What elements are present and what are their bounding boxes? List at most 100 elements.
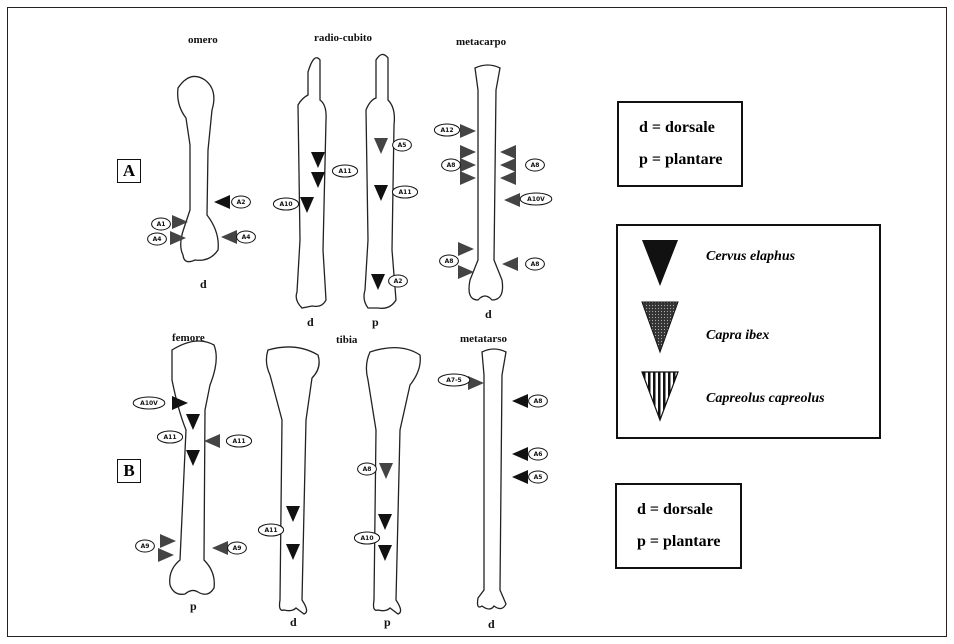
svg-text:A2: A2 [237,199,246,206]
omero-label: omero [188,34,218,46]
metatarso-tag-3: A6 [529,448,548,460]
metacarpo-tag-4: A10V [520,193,552,205]
svg-text:A8: A8 [445,258,454,265]
omero-tag-2: A1 [152,218,171,230]
svg-text:A10V: A10V [527,196,545,203]
tibia-plantar-bone [366,348,420,614]
femore-label: femore [172,332,205,344]
rc-dorsal-tag-1: A11 [332,165,357,177]
legend-bottom-plantare: p = plantare [637,533,721,551]
rc-plantar-tag-3: A2 [389,275,408,287]
femore-tag-5: A9 [228,542,247,554]
metatarso-tag-1: A7-5 [438,374,470,386]
svg-text:A10V: A10V [140,400,158,407]
femore-tag-4: A9 [136,540,155,552]
cervus-elaphus-icon [642,240,678,286]
svg-text:A12: A12 [441,127,454,134]
radio-cubito-dorsal-bone [296,58,326,308]
femore-bone [170,341,217,594]
metacarpo-tag-1: A12 [434,124,459,136]
tibia-plantar-view-label: p [384,615,391,630]
svg-text:A10: A10 [361,535,374,542]
svg-text:A8: A8 [363,466,372,473]
metatarso-tag-4: A5 [529,471,548,483]
rc-plantar-tag-1: A5 [393,139,412,151]
metacarpo-marker-2c [460,171,476,185]
svg-text:A5: A5 [398,142,407,149]
svg-text:A11: A11 [399,189,412,196]
svg-text:A4: A4 [153,236,162,243]
svg-text:A2: A2 [394,278,403,285]
capreolus-capreolus-icon [642,372,678,420]
metatarso-tag-2: A8 [529,395,548,407]
legend-top-dorsale: d = dorsale [639,119,715,137]
omero-tag-4: A4 [237,231,256,243]
svg-text:A5: A5 [534,474,543,481]
tibia-plantar-tag-2: A10 [354,532,379,544]
radio-cubito-plantar-bone [364,54,396,308]
omero-marker-4 [221,230,237,244]
femore-view-label: p [190,599,197,614]
tibia-dorsal-bone [266,347,319,614]
femore-tag-3: A11 [226,435,251,447]
metacarpo-marker-5a [458,242,474,256]
omero-view-label: d [200,277,207,292]
omero-bone [178,76,219,261]
legend-capreolus-label: Capreolus capreolus [706,391,825,407]
section-b-label: B [117,459,141,483]
metacarpo-bone [469,65,503,300]
femore-marker-5 [212,541,228,555]
capra-ibex-icon [642,302,678,352]
svg-text:A1: A1 [157,221,166,228]
legend-bottom-box: d = dorsale p = plantare [615,483,742,569]
radio-cubito-label: radio-cubito [314,32,372,44]
radio-cubito-plantar-view-label: p [372,315,379,330]
femore-marker-4b [158,548,174,562]
metacarpo-marker-1 [460,124,476,138]
legend-top-plantare: p = plantare [639,151,723,169]
tibia-plantar-tag-1: A8 [358,463,377,475]
tibia-label: tibia [336,334,357,346]
metacarpo-tag-2: A8 [442,159,461,171]
metacarpo-label: metacarpo [456,36,506,48]
femore-marker-3 [204,434,220,448]
rc-plantar-tag-2: A11 [392,186,417,198]
svg-text:A9: A9 [233,545,242,552]
species-legend-box: Cervus elaphus Capra ibex Capreolus capr… [616,224,881,439]
omero-tag-1: A2 [232,196,251,208]
metacarpo-marker-3a [500,145,516,159]
tibia-dorsal-view-label: d [290,615,297,630]
metacarpo-view-label: d [485,307,492,322]
svg-text:A11: A11 [265,527,278,534]
metacarpo-tag-3: A8 [526,159,545,171]
tibia-dorsal-tag-1: A11 [258,524,283,536]
svg-text:A9: A9 [141,543,150,550]
femore-marker-4a [160,534,176,548]
svg-text:A6: A6 [534,451,543,458]
metatarso-label: metatarso [460,333,507,345]
svg-text:A7-5: A7-5 [446,377,461,384]
metacarpo-marker-3b [500,158,516,172]
omero-tag-3: A4 [148,233,167,245]
svg-text:A11: A11 [339,168,352,175]
metacarpo-marker-3c [500,171,516,185]
metatarso-marker-2 [512,394,528,408]
legend-top-box: d = dorsale p = plantare [617,101,743,187]
metatarso-marker-4 [512,470,528,484]
svg-text:A8: A8 [531,162,540,169]
legend-cervus-label: Cervus elaphus [706,249,795,265]
metacarpo-tag-5: A8 [440,255,459,267]
svg-text:A8: A8 [447,162,456,169]
omero-marker-1 [214,195,230,209]
femore-tag-2: A11 [157,431,182,443]
svg-text:A8: A8 [531,261,540,268]
femore-tag-1: A10V [133,397,165,409]
metatarso-marker-1 [468,376,484,390]
section-a-label: A [117,159,141,183]
metacarpo-marker-6 [502,257,518,271]
metatarso-bone [478,349,507,609]
svg-text:A11: A11 [164,434,177,441]
legend-bottom-dorsale: d = dorsale [637,501,713,519]
rc-dorsal-tag-2: A10 [273,198,298,210]
svg-text:A4: A4 [242,234,251,241]
